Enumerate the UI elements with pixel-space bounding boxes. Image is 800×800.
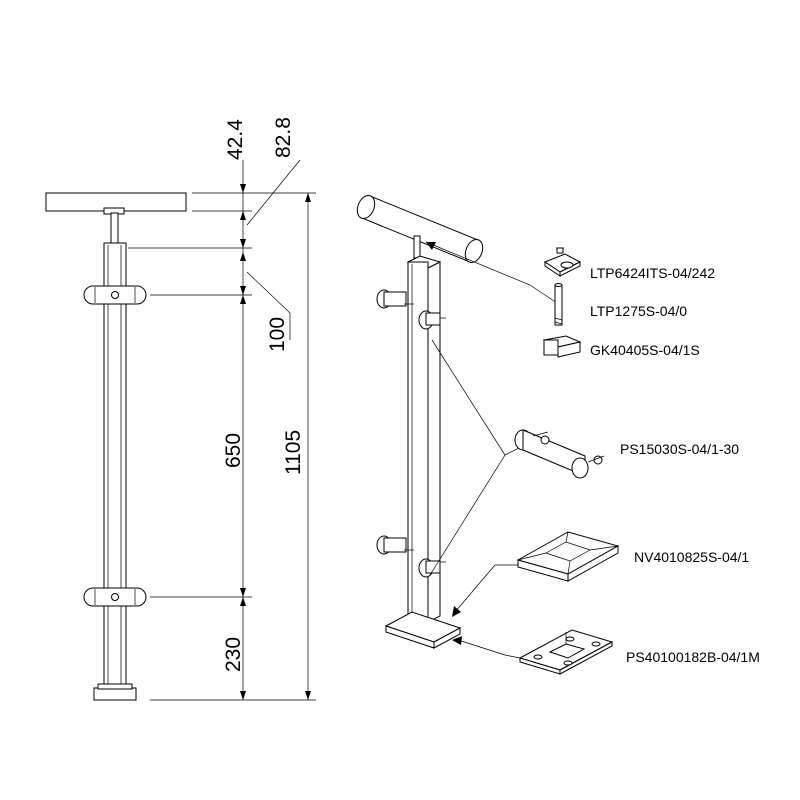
- part-label-cover: NV4010825S-04/1: [634, 549, 749, 565]
- post-cap-icon: [542, 335, 582, 358]
- dim-top-height: 82.8: [272, 117, 295, 158]
- parts-list: LTP6424ITS-04/242 LTP1275S-04/0 GK40405S…: [514, 247, 760, 675]
- part-label-clamp: PS15030S-04/1-30: [620, 441, 739, 457]
- square-post: [406, 255, 442, 623]
- post-clamp-upper: [376, 289, 446, 330]
- front-elevation: 42.4 82.8 100 650 1105 230: [45, 117, 316, 701]
- part-label-base: PS40100182B-04/1M: [626, 649, 760, 665]
- dim-total-height: 1105: [282, 430, 305, 475]
- post: [103, 242, 127, 689]
- dim-clamp-spacing-top: 100: [266, 317, 289, 352]
- dim-middle-span: 650: [222, 433, 245, 468]
- post-clamp-lower: [376, 535, 446, 578]
- cover-plate-icon: [516, 531, 620, 582]
- rail-support-rod: [110, 212, 119, 244]
- part-label-cap: GK40405S-04/1S: [590, 342, 700, 358]
- glass-clamp-lower: [83, 587, 147, 607]
- base-plate-icon: [518, 629, 614, 675]
- part-label-rod: LTP1275S-04/0: [590, 303, 687, 319]
- handrail-cylinder: [356, 194, 484, 264]
- post-base: [93, 687, 137, 701]
- assembly-base: [384, 611, 462, 649]
- handrail-saddle-icon: [543, 247, 582, 277]
- glass-clamp-icon: [514, 429, 605, 479]
- glass-clamp-upper: [83, 285, 147, 305]
- isometric-assembly: [356, 194, 561, 659]
- part-label-saddle: LTP6424ITS-04/242: [590, 265, 715, 281]
- threaded-rod-icon: [554, 283, 563, 326]
- dim-bottom-height: 230: [222, 637, 245, 672]
- dim-handrail-diameter: 42.4: [224, 119, 247, 160]
